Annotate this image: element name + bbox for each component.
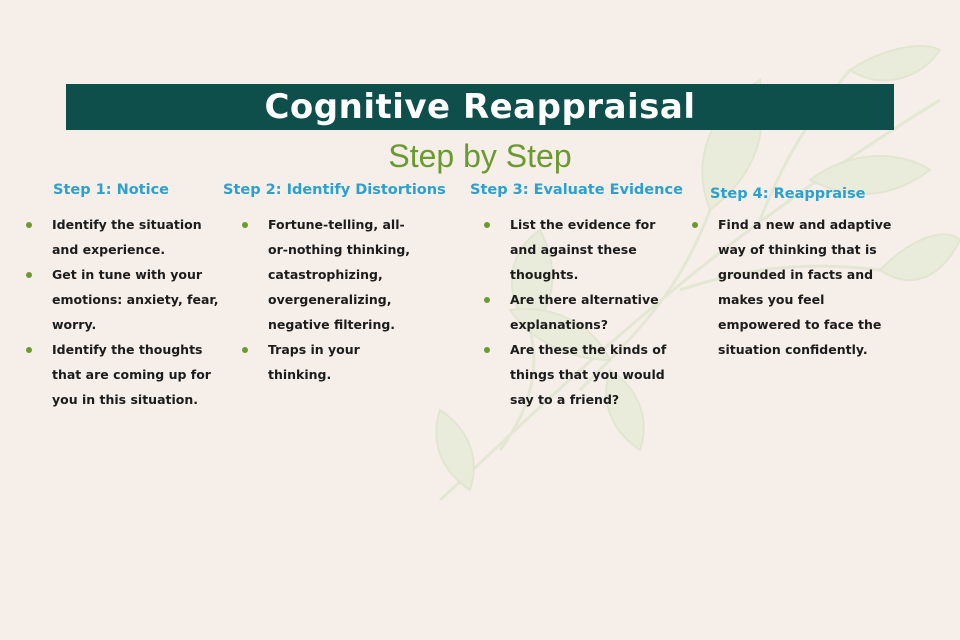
bullet-dot-icon [242, 222, 248, 228]
list-item: Fortune-telling, all-or-nothing thinking… [242, 212, 418, 337]
page-title: Cognitive Reappraisal [264, 87, 696, 127]
step-3-title: Step 3: Evaluate Evidence [470, 182, 683, 198]
step-3-bullet-list: List the evidence for and against these … [484, 212, 684, 412]
bullet-dot-icon [26, 222, 32, 228]
step-1-bullet-list: Identify the situation and experience. G… [26, 212, 226, 412]
step-2-column: Step 2: Identify Distortions Fortune-tel… [222, 182, 454, 387]
list-item: Are there alternative explanations? [484, 287, 684, 337]
title-banner: Cognitive Reappraisal [66, 84, 894, 130]
list-item: List the evidence for and against these … [484, 212, 684, 287]
bullet-dot-icon [242, 347, 248, 353]
step-4-title: Step 4: Reappraise [710, 186, 866, 202]
bullet-dot-icon [484, 297, 490, 303]
step-2-title: Step 2: Identify Distortions [223, 182, 446, 198]
step-1-title: Step 1: Notice [53, 182, 169, 198]
step-4-column: Step 4: Reappraise Find a new and adapti… [692, 186, 902, 362]
step-2-bullet-list: Fortune-telling, all-or-nothing thinking… [242, 212, 418, 387]
page-subtitle: Step by Step [388, 138, 572, 174]
bullet-dot-icon [484, 222, 490, 228]
list-item: Find a new and adaptive way of thinking … [692, 212, 892, 362]
list-item: Traps in your thinking. [242, 337, 418, 387]
step-4-bullet-list: Find a new and adaptive way of thinking … [692, 212, 892, 362]
list-item: Identify the situation and experience. [26, 212, 226, 262]
bullet-dot-icon [26, 272, 32, 278]
bullet-dot-icon [692, 222, 698, 228]
step-1-column: Step 1: Notice Identify the situation an… [26, 182, 226, 412]
list-item: Identify the thoughts that are coming up… [26, 337, 226, 412]
bullet-dot-icon [26, 347, 32, 353]
bullet-dot-icon [484, 347, 490, 353]
list-item: Get in tune with your emotions: anxiety,… [26, 262, 226, 337]
list-item: Are these the kinds of things that you w… [484, 337, 684, 412]
step-3-column: Step 3: Evaluate Evidence List the evide… [470, 182, 690, 412]
